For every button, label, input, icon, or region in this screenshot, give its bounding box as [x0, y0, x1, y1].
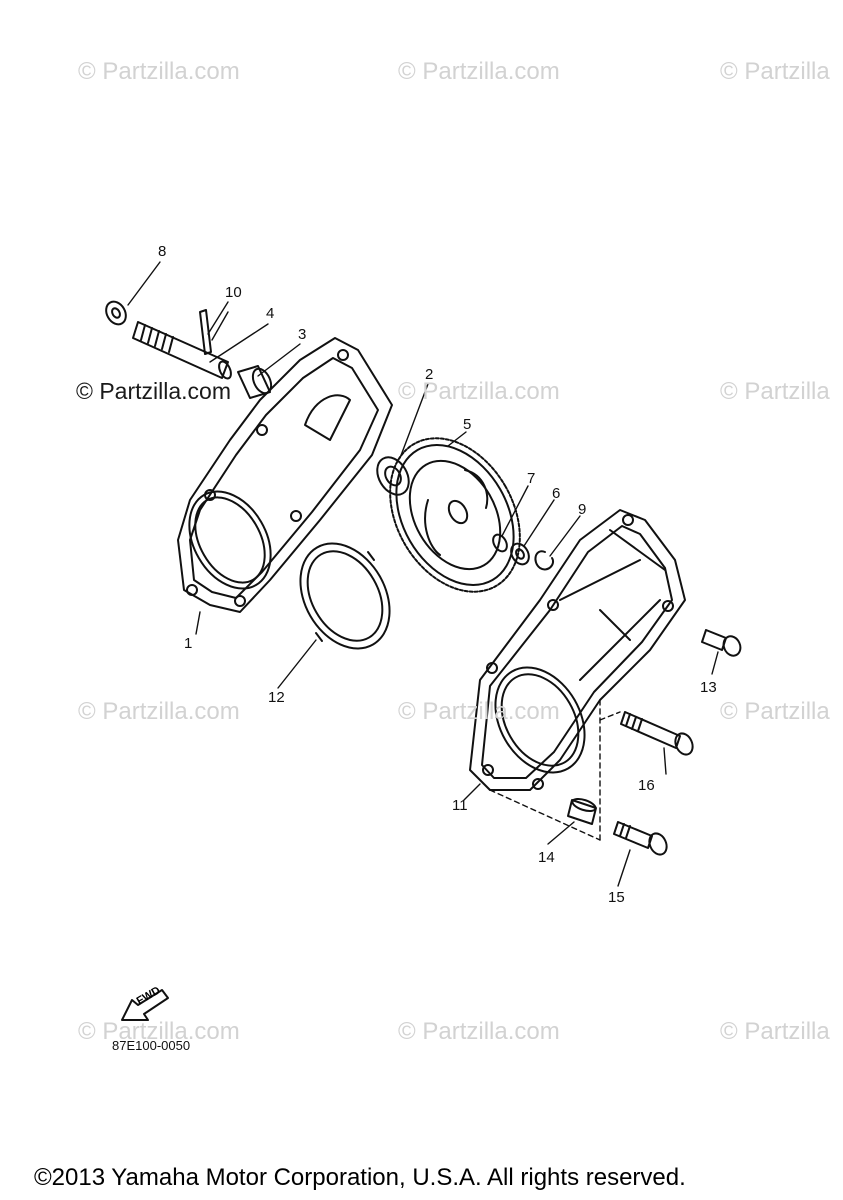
watermark: © Partzilla.com	[398, 58, 560, 85]
shaft-part-4	[132, 321, 232, 380]
fwd-arrow-icon	[121, 989, 169, 1021]
callout-2: 2	[425, 366, 434, 383]
watermark: © Partzilla	[720, 698, 830, 725]
callout-11: 11	[452, 797, 468, 814]
bolt-part-15	[613, 821, 668, 856]
callout-5: 5	[463, 416, 472, 433]
alignment-lines	[489, 699, 621, 841]
callout-16: 16	[638, 777, 655, 794]
washer-part-8	[105, 300, 127, 326]
bushing-part-3	[237, 365, 273, 399]
watermark: © Partzilla.com	[78, 698, 240, 725]
callout-14: 14	[538, 849, 555, 866]
washer-part-6	[510, 542, 530, 566]
callout-9: 9	[578, 501, 587, 518]
bolt-part-13	[701, 629, 742, 657]
watermark: © Partzilla.com	[76, 378, 231, 404]
callout-12: 12	[268, 689, 285, 706]
diagram-part-code: 87E100-0050	[112, 1038, 191, 1053]
watermark: © Partzilla	[720, 1018, 830, 1045]
callout-6: 6	[552, 485, 561, 502]
watermark: © Partzilla.com	[398, 1018, 560, 1045]
callout-7: 7	[527, 470, 536, 487]
watermark: © Partzilla.com	[398, 698, 560, 725]
gear-part-5	[389, 437, 521, 593]
callout-1: 1	[184, 635, 193, 652]
watermark: © Partzilla.com	[398, 378, 560, 405]
callout-4: 4	[266, 305, 275, 322]
callout-13: 13	[700, 679, 717, 696]
watermark: © Partzilla	[720, 378, 830, 405]
watermark: © Partzilla.com	[78, 58, 240, 85]
callout-3: 3	[298, 326, 307, 343]
copyright-notice: ©2013 Yamaha Motor Corporation, U.S.A. A…	[34, 1164, 686, 1191]
washer-part-7	[492, 533, 508, 553]
seal-part-2	[376, 456, 410, 496]
cover-part-1	[177, 337, 393, 613]
pin-part-10	[199, 309, 212, 355]
circlip-part-9	[534, 550, 554, 571]
callout-8: 8	[158, 243, 167, 260]
watermark: © Partzilla	[720, 58, 830, 85]
leader-lines	[127, 261, 719, 887]
watermark: © Partzilla.com	[78, 1018, 240, 1045]
seal-part-12	[299, 542, 391, 650]
cover-part-11	[469, 509, 686, 791]
callout-15: 15	[608, 889, 625, 906]
dowel-part-14	[567, 797, 597, 825]
callout-10: 10	[225, 284, 242, 301]
bolt-part-16	[620, 711, 694, 756]
